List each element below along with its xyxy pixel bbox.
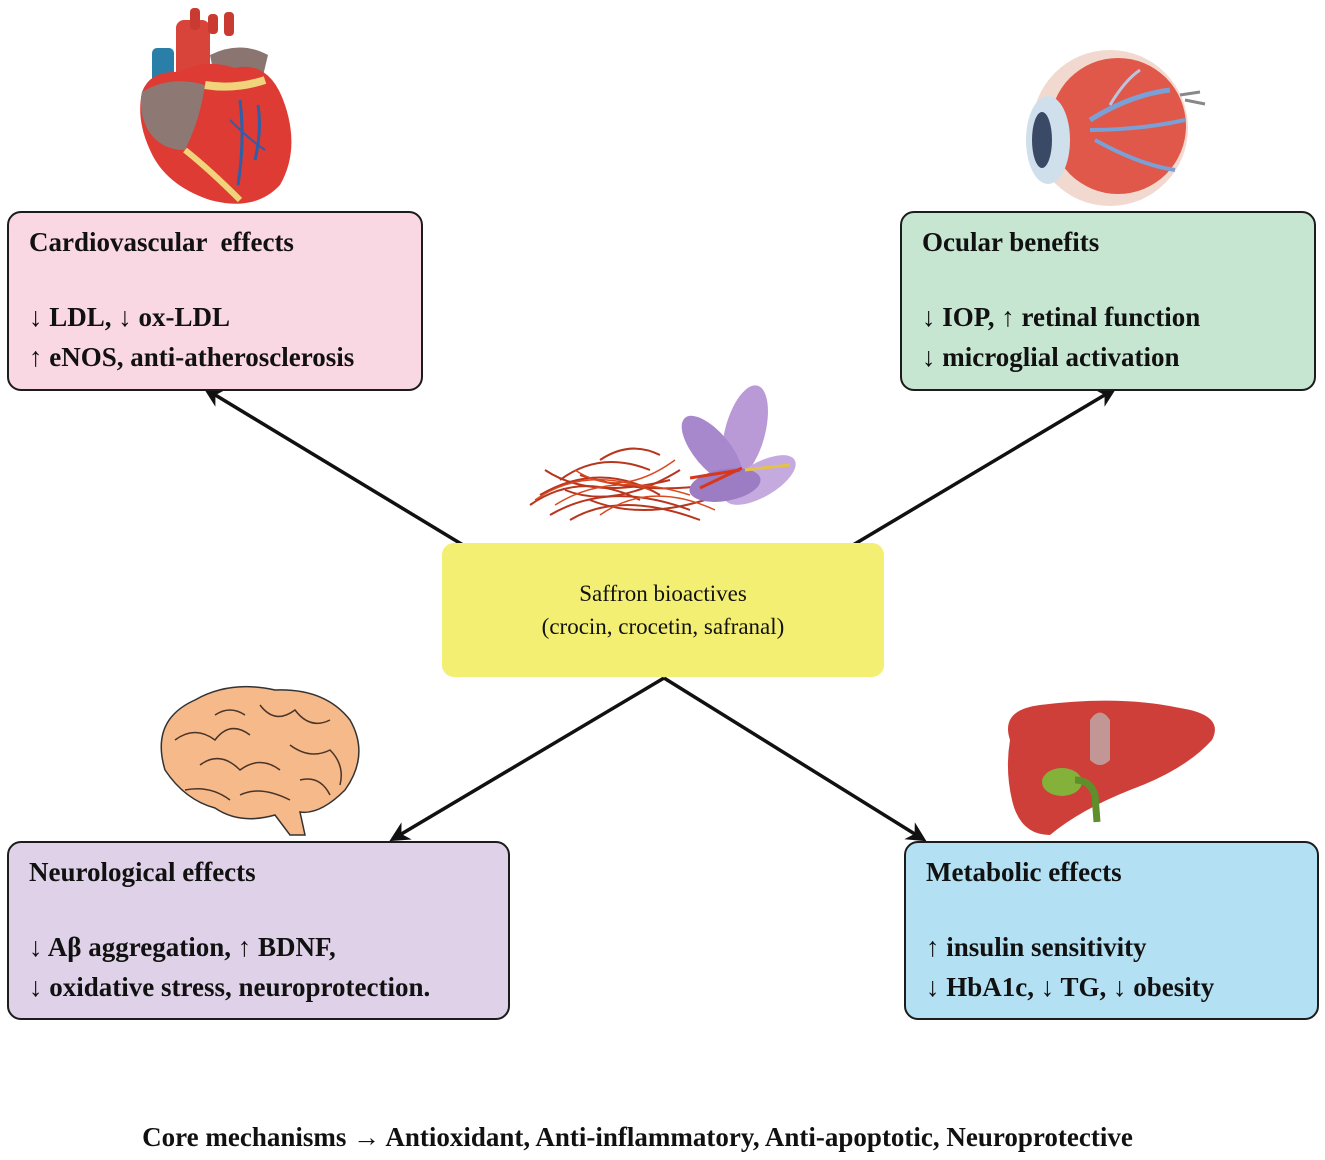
neurological-line-2: ↓ oxidative stress, neuroprotection. (29, 972, 431, 1002)
neurological-line-1: ↓ Aβ aggregation, ↑ BDNF, (29, 932, 336, 962)
ocular-line-1: ↓ IOP, ↑ retinal function (922, 302, 1201, 332)
center-line-2: (crocin, crocetin, safranal) (541, 614, 785, 639)
metabolic-line-2: ↓ HbA1c, ↓ TG, ↓ obesity (926, 972, 1215, 1002)
ocular-title: Ocular benefits (922, 227, 1100, 257)
metabolic-effects-box: Metabolic effects ↑ insulin sensitivity … (904, 841, 1319, 1020)
ocular-line-2: ↓ microglial activation (922, 342, 1180, 372)
center-line-1: Saffron bioactives (579, 581, 747, 606)
brain-icon (160, 685, 360, 836)
core-mechanisms-footer: Core mechanisms → Antioxidant, Anti-infl… (142, 1122, 1133, 1152)
liver-icon (1007, 700, 1215, 835)
cardiovascular-line-2: ↑ eNOS, anti-atherosclerosis (29, 342, 355, 372)
saffron-flower-icon (529, 385, 796, 521)
ocular-benefits-box: Ocular benefits ↓ IOP, ↑ retinal functio… (900, 211, 1316, 391)
arrow-to-cardiovascular (203, 387, 464, 547)
arrow-to-neurological (389, 676, 665, 842)
eye-icon (1026, 50, 1206, 206)
neurological-effects-box: Neurological effects ↓ Aβ aggregation, ↑… (7, 841, 510, 1020)
saffron-bioactives-box: Saffron bioactives (crocin, crocetin, sa… (442, 543, 884, 677)
neurological-title: Neurological effects (29, 857, 256, 887)
cardiovascular-line-1: ↓ LDL, ↓ ox-LDL (29, 302, 231, 332)
arrow-to-ocular (852, 387, 1117, 547)
arrow-to-metabolic (663, 676, 927, 842)
cardiovascular-effects-box: Cardiovascular effects ↓ LDL, ↓ ox-LDL ↑… (7, 211, 423, 391)
metabolic-title: Metabolic effects (926, 857, 1122, 887)
cardiovascular-title: Cardiovascular effects (29, 227, 294, 257)
metabolic-line-1: ↑ insulin sensitivity (926, 932, 1147, 962)
heart-icon (140, 8, 292, 204)
